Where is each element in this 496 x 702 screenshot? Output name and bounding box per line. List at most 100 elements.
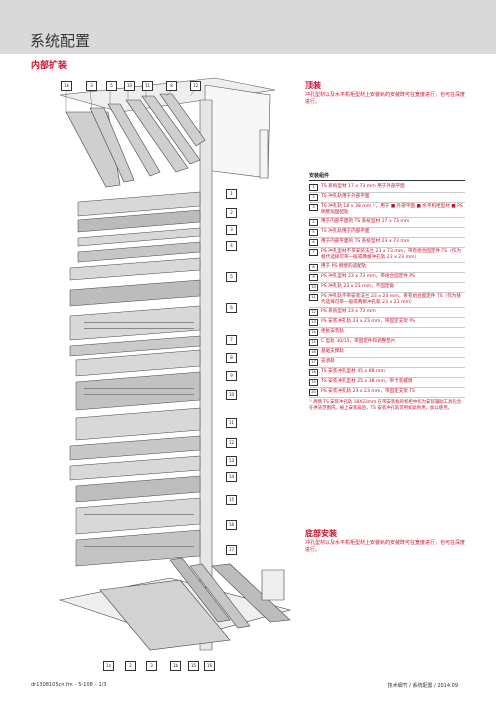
parts-row-text: PS 冲孔轨 23 x 23 mm，不固定角 — [321, 284, 395, 289]
callout-side-12: 12 — [226, 438, 237, 448]
parts-row-number: 20 — [309, 389, 318, 396]
page-title: 系统配置 — [30, 32, 91, 50]
parts-row-number: 12 — [309, 309, 318, 316]
parts-row-text: TS 系统型材 17 x 73 mm 用于外部平面 — [321, 184, 405, 189]
callout-side-1: 1 — [226, 189, 237, 199]
callout-bottom-2: 2 — [125, 661, 136, 671]
parts-row-text: 用于内部平面的 TS 系统型材 17 x 73 mm — [321, 219, 410, 224]
page-header-band — [0, 0, 496, 54]
callout-side-3: 3 — [226, 225, 237, 235]
parts-row-text: PS 系统型材 23 x 73 mm — [321, 309, 376, 314]
footer-section-ref: 技术细节 / 系统配置 / 2014.09 — [387, 683, 458, 689]
parts-row-number: 7 — [309, 249, 318, 256]
callout-side-17: 17 — [226, 545, 237, 555]
parts-row-number: 5 — [309, 229, 318, 236]
parts-row-number: 8 — [309, 264, 318, 271]
parts-row-number: 13 — [309, 319, 318, 326]
callout-side-10: 10 — [226, 390, 237, 400]
parts-row-number: 9 — [309, 274, 318, 281]
callout-bottom-4: 1b — [170, 661, 181, 671]
callout-top-7: 12 — [190, 81, 201, 91]
bottom-mount-desc: 冲孔型材以及水平机柜型材上安装轨的安装既可在宽度进行，也可在深度进行。 — [305, 540, 466, 553]
callout-top-6: 8 — [166, 81, 177, 91]
parts-row-text: TS 冲孔轨 18 x 38 mm ¹⁾，用于 ■ 外部平面 ■ 水平机柜型材 … — [321, 204, 463, 215]
callout-side-7: 7 — [226, 335, 237, 345]
callout-side-4: 4 — [226, 241, 237, 251]
parts-row-text: PS 冲孔型材不带安装法兰 23 x 73 mm，带有组合固定件 TS（作为替代… — [321, 249, 461, 260]
parts-row-text: C 型轨 30/15，带固定件和调整垫片 — [321, 339, 396, 344]
parts-row-text: PS 冲孔型材 23 x 73 mm，带组合固定件 PS — [321, 274, 416, 279]
parts-row-text: 用于内部平面的 TS 系统型材 23 x 73 mm — [321, 239, 410, 244]
parts-row-text: TS 安装冲孔型材 25 x 38 mm，带卡装螺母 — [321, 379, 413, 384]
callout-top-2: 3 — [86, 81, 97, 91]
parts-row-number: 10 — [309, 284, 318, 291]
top-rails — [65, 93, 206, 188]
bottom-frame — [58, 557, 292, 651]
callout-top-4: 10 — [124, 81, 135, 91]
parts-row-number: 6 — [309, 239, 318, 246]
parts-row-number: 11 — [309, 294, 318, 301]
parts-row-number: 15 — [309, 339, 318, 346]
parts-row-number: 18 — [309, 369, 318, 376]
parts-row-number: 4 — [309, 219, 318, 226]
callout-side-2: 2 — [226, 208, 237, 218]
top-mount-title: 顶装 — [305, 81, 321, 90]
bottom-mount-title: 底部安装 — [305, 529, 337, 538]
callout-side-5: 5 — [226, 272, 237, 282]
parts-row-text: 柜板安装轨 — [321, 329, 344, 334]
parts-row-number: 2 — [309, 194, 318, 201]
parts-footnote: ¹⁾ 两侧 TS 安装冲孔轨 18X23mm 在带安装板的机柜中作为安装辅助工具… — [309, 400, 462, 411]
callout-side-15: 15 — [226, 495, 237, 505]
callout-side-11: 11 — [226, 418, 237, 428]
parts-row-text: PS 冲孔轨不带安装法兰 23 x 23 mm，带有组合固定件 TS（作为替代选… — [321, 294, 461, 305]
callout-side-9: 9 — [226, 371, 237, 381]
callout-top-1: 1k — [61, 81, 72, 91]
parts-row-number: 16 — [309, 349, 318, 356]
parts-row-text: 用于 PS 侧壁的适配轨 — [321, 264, 367, 269]
parts-list-heading: 安装组件 — [309, 172, 465, 181]
callout-side-6: 6 — [226, 303, 237, 313]
callout-side-14: 14 — [226, 472, 237, 482]
callout-bottom-5: 15 — [188, 661, 199, 671]
callout-bottom-6: 16 — [204, 661, 215, 671]
callout-side-8: 8 — [226, 353, 237, 363]
parts-row-text: TS 冲孔轨用于内部平面 — [321, 229, 370, 234]
callout-side-16: 16 — [226, 520, 237, 530]
parts-row-text: 基础支撑轨 — [321, 349, 344, 354]
callout-top-5: 11 — [142, 81, 153, 91]
parts-row-text: PS 安装冲孔轨 23 x 23 mm，带固定支架 PS — [321, 319, 416, 324]
parts-row-text: PS 安装冲孔轨 23 x 23 mm，带固定支架 TS — [321, 389, 416, 394]
parts-row-text: TS 安装冲孔型材 45 x 88 mm — [321, 369, 385, 374]
parts-row-text: TS 冲孔轨用于外部平面 — [321, 194, 370, 199]
parts-row-number: 19 — [309, 379, 318, 386]
callout-side-13: 13 — [226, 456, 237, 466]
callout-bottom-1: 1a — [103, 661, 114, 671]
footer-file-ref: dr1308105cn.fm – 5-108 – 1/3 — [31, 682, 107, 688]
callout-top-3: 5 — [106, 81, 117, 91]
parts-row-number: 17 — [309, 359, 318, 366]
perforation-pattern — [84, 322, 194, 547]
top-mount-desc: 冲孔型材以及水平机柜型材上安装轨的安装既可在宽度进行，也可在深度进行。 — [305, 92, 466, 105]
parts-row-text: 支承轨 — [321, 359, 335, 364]
parts-row-number: 1 — [309, 184, 318, 191]
